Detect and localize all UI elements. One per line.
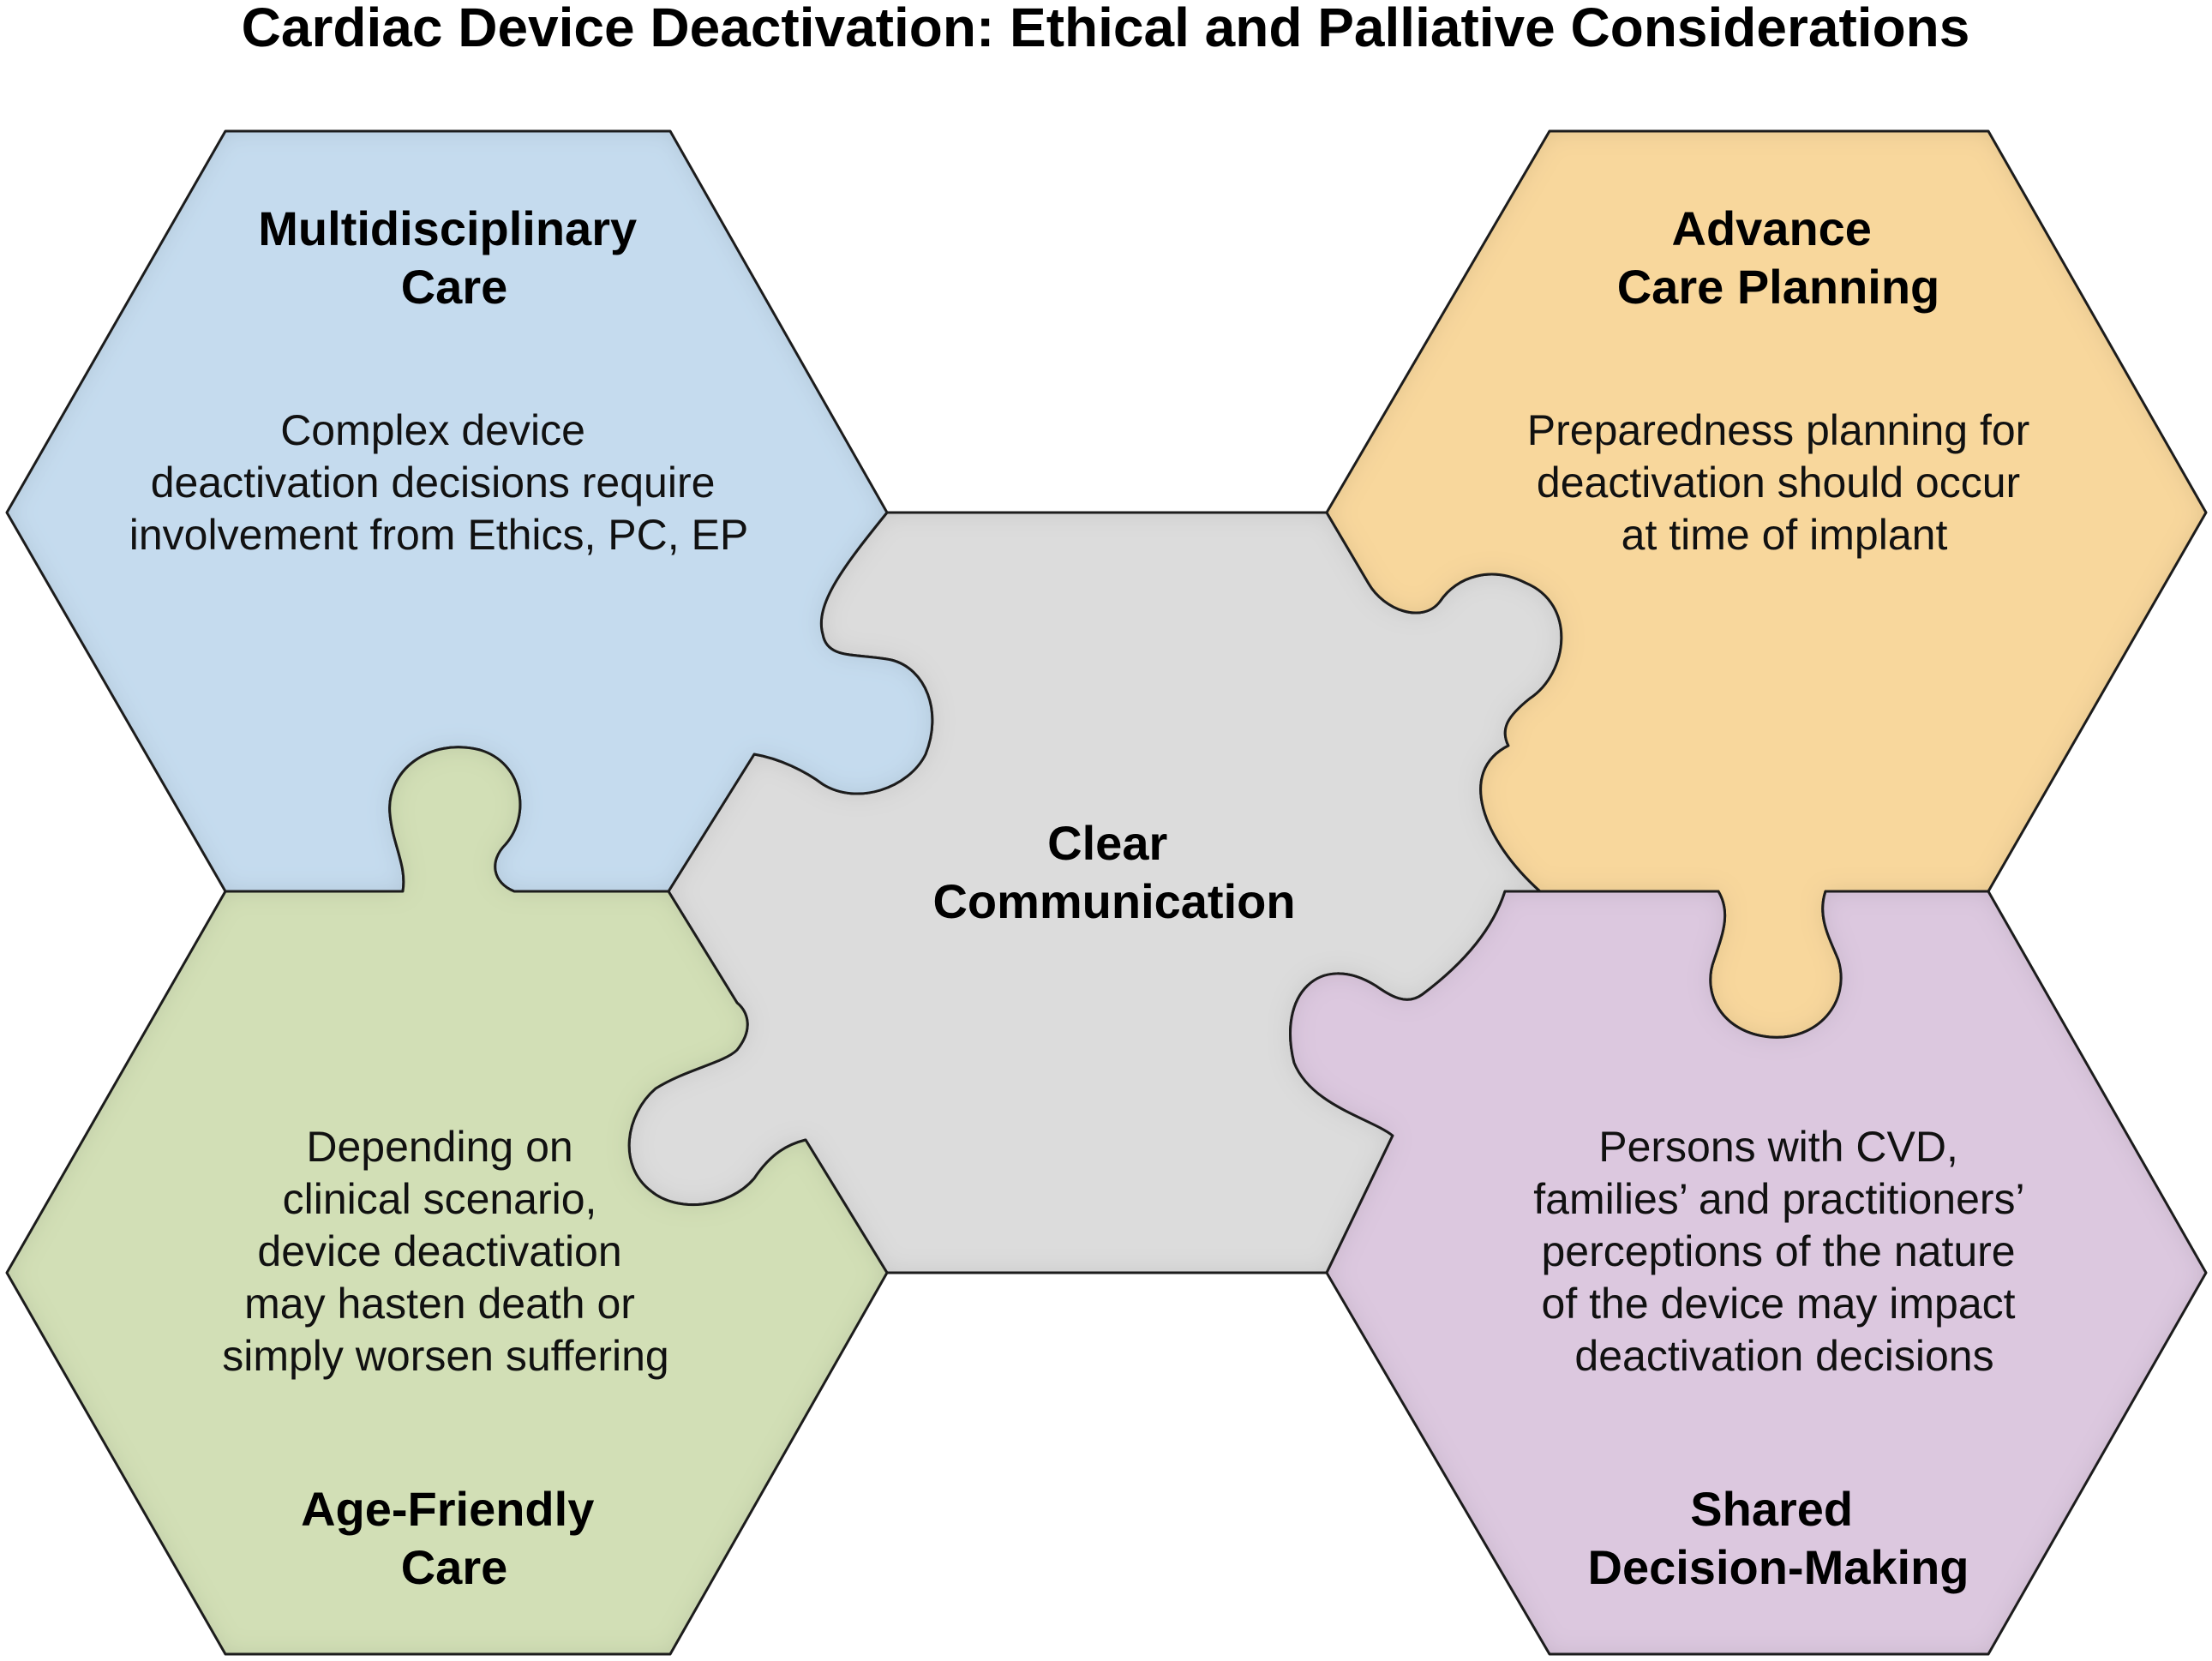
description-line: Depending on [306, 1123, 572, 1171]
description-line: deactivation decisions [1574, 1332, 1993, 1380]
description-line: simply worsen suffering [222, 1332, 669, 1380]
shared-decision-making-description: Persons with CVD, families’ and practiti… [1533, 1123, 2035, 1380]
heading-line: Care Planning [1617, 260, 1940, 314]
heading-line: Clear [1047, 816, 1167, 870]
heading-line: Advance [1672, 201, 1872, 255]
shared-decision-making-piece [1289, 890, 2208, 1656]
description-line: Persons with CVD, [1598, 1123, 1958, 1171]
description-line: at time of implant [1622, 511, 1948, 559]
advance-care-planning-heading: Advance Care Planning [1617, 201, 1940, 314]
description-line: deactivation decisions require [151, 459, 716, 507]
description-line: families’ and practitioners’ [1533, 1175, 2023, 1223]
description-line: deactivation should occur [1537, 459, 2020, 507]
heading-line: Care [401, 260, 508, 314]
description-line: device deactivation [257, 1227, 621, 1275]
age-friendly-care-heading: Age-Friendly Care [301, 1482, 608, 1594]
heading-line: Care [401, 1540, 508, 1594]
age-friendly-care-piece [5, 746, 889, 1656]
clear-communication-heading: Clear Communication [932, 816, 1295, 928]
description-line: Complex device [280, 406, 585, 454]
heading-line: Communication [932, 874, 1295, 928]
age-friendly-care-description: Depending on clinical scenario, device d… [222, 1123, 669, 1380]
heading-line: Decision-Making [1588, 1540, 1969, 1594]
heading-line: Shared [1690, 1482, 1853, 1536]
shared-decision-making-heading: Shared Decision-Making [1588, 1482, 1969, 1594]
multidisciplinary-care-description: Complex device deactivation decisions re… [129, 406, 748, 559]
description-line: perceptions of the nature [1541, 1227, 2015, 1275]
advance-care-planning-description: Preparedness planning for deactivation s… [1527, 406, 2041, 559]
description-line: may hasten death or [244, 1280, 635, 1328]
description-line: of the device may impact [1542, 1280, 2016, 1328]
multidisciplinary-care-heading: Multidisciplinary Care [258, 201, 650, 314]
description-line: involvement from Ethics, PC, EP [129, 511, 748, 559]
heading-line: Multidisciplinary [258, 201, 637, 255]
description-line: Preparedness planning for [1527, 406, 2030, 454]
description-line: clinical scenario, [283, 1175, 597, 1223]
heading-line: Age-Friendly [301, 1482, 594, 1536]
diagram-title: Cardiac Device Deactivation: Ethical and… [242, 0, 1970, 58]
